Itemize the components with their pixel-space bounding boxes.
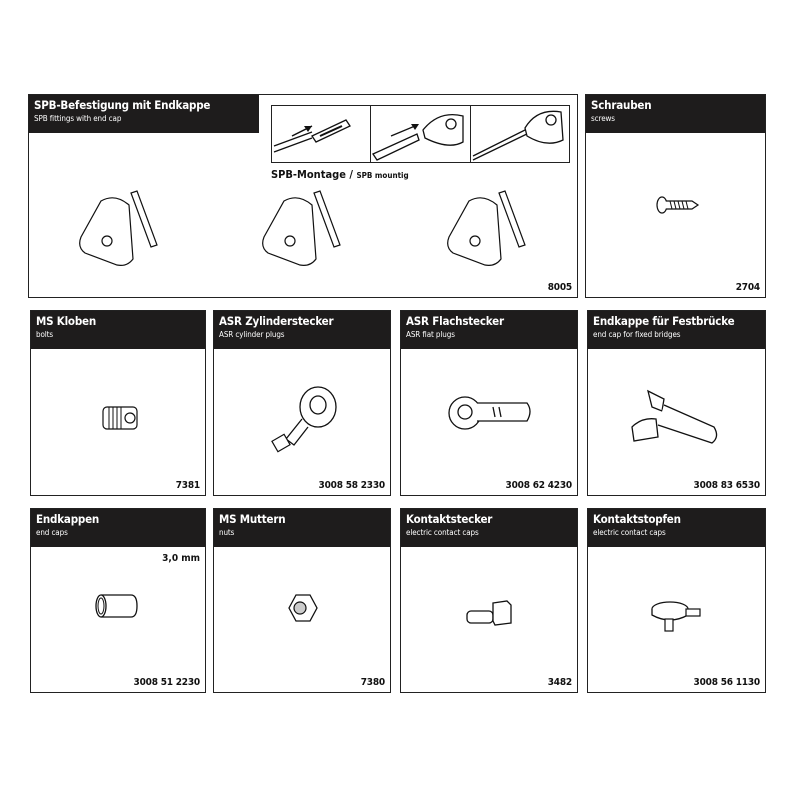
- panel-header: Kontaktstecker electric contact caps: [401, 509, 577, 547]
- mounting-step-2: [371, 106, 471, 162]
- product-code: 3008 83 6530: [693, 480, 761, 491]
- bridge-end-cap-icon: [631, 389, 718, 444]
- panel-header: MS Muttern nuts: [214, 509, 390, 547]
- end-cap-icon: [95, 594, 138, 618]
- contact-cap-icon: [466, 600, 512, 626]
- panel-title: MS Muttern: [219, 512, 286, 526]
- panel-header: Schrauben screws: [586, 95, 765, 133]
- panel-subtitle: electric contact caps: [593, 528, 666, 537]
- panel-end-caps: Endkappen end caps 3,0 mm 3008 51 2230: [30, 508, 206, 693]
- panel-bolts: MS Kloben bolts 7381: [30, 310, 206, 496]
- panel-header: MS Kloben bolts: [31, 311, 205, 349]
- panel-subtitle: bolts: [36, 330, 54, 339]
- panel-header: Endkappe für Festbrücke end cap for fixe…: [588, 311, 765, 349]
- nut-icon: [288, 594, 318, 622]
- contact-plug-icon: [651, 601, 701, 632]
- mounting-step-3: [471, 106, 569, 162]
- panel-nuts: MS Muttern nuts 7380: [213, 508, 391, 693]
- cylinder-plug-icon: [271, 386, 337, 453]
- mounting-step-1: [272, 106, 372, 162]
- size-label: 3,0 mm: [162, 553, 200, 564]
- panel-subtitle: nuts: [219, 528, 235, 537]
- spb-fitting-icon: [79, 190, 158, 266]
- mounting-step-3-icon: [472, 110, 564, 161]
- mounting-step-1-icon: [273, 119, 351, 153]
- panel-header: Kontaktstopfen electric contact caps: [588, 509, 765, 547]
- panel-subtitle: SPB fittings with end cap: [34, 114, 122, 123]
- panel-title: Schrauben: [591, 98, 652, 112]
- flat-plug-icon: [448, 396, 531, 430]
- panel-flat-plugs: ASR Flachstecker ASR flat plugs 3008 62 …: [400, 310, 578, 496]
- product-code: 8005: [547, 282, 572, 293]
- panel-title: SPB-Befestigung mit Endkappe: [34, 98, 211, 112]
- product-code: 3008 56 1130: [693, 677, 761, 688]
- mounting-label: SPB-Montage / SPB mountig: [271, 168, 409, 181]
- panel-subtitle: end caps: [36, 528, 68, 537]
- screw-icon: [656, 196, 700, 214]
- product-code: 7381: [175, 480, 200, 491]
- panel-header: ASR Zylinderstecker ASR cylinder plugs: [214, 311, 390, 349]
- panel-cylinder-plugs: ASR Zylinderstecker ASR cylinder plugs 3…: [213, 310, 391, 496]
- panel-title: Endkappen: [36, 512, 100, 526]
- panel-fixed-bridge-cap: Endkappe für Festbrücke end cap for fixe…: [587, 310, 766, 496]
- product-code: 3008 62 4230: [505, 480, 573, 491]
- mounting-step-2-icon: [372, 113, 464, 161]
- panel-title: ASR Zylinderstecker: [219, 314, 334, 328]
- panel-subtitle: ASR cylinder plugs: [219, 330, 285, 339]
- spb-fitting-icon: [262, 190, 341, 266]
- panel-header: SPB-Befestigung mit Endkappe SPB fitting…: [29, 95, 259, 133]
- panel-header: Endkappen end caps: [31, 509, 205, 547]
- panel-title: Kontaktstecker: [406, 512, 493, 526]
- product-code: 7380: [360, 677, 385, 688]
- panel-subtitle: screws: [591, 114, 615, 123]
- panel-subtitle: ASR flat plugs: [406, 330, 455, 339]
- bolt-icon: [102, 406, 138, 430]
- panel-header: ASR Flachstecker ASR flat plugs: [401, 311, 577, 349]
- panel-screws: Schrauben screws 2704: [585, 94, 766, 298]
- panel-contact-plugs: Kontaktstopfen electric contact caps 300…: [587, 508, 766, 693]
- product-code: 3008 51 2230: [133, 677, 201, 688]
- mounting-steps: [271, 105, 570, 163]
- spb-fitting-icon: [447, 190, 526, 266]
- panel-title: Kontaktstopfen: [593, 512, 681, 526]
- panel-contact-caps: Kontaktstecker electric contact caps 348…: [400, 508, 578, 693]
- product-code: 3008 58 2330: [318, 480, 386, 491]
- panel-subtitle: end cap for fixed bridges: [593, 330, 681, 339]
- panel-title: MS Kloben: [36, 314, 97, 328]
- product-code: 3482: [547, 677, 572, 688]
- panel-spb-fittings: SPB-Befestigung mit Endkappe SPB fitting…: [28, 94, 578, 298]
- panel-title: Endkappe für Festbrücke: [593, 314, 735, 328]
- panel-subtitle: electric contact caps: [406, 528, 479, 537]
- panel-title: ASR Flachstecker: [406, 314, 504, 328]
- product-code: 2704: [735, 282, 760, 293]
